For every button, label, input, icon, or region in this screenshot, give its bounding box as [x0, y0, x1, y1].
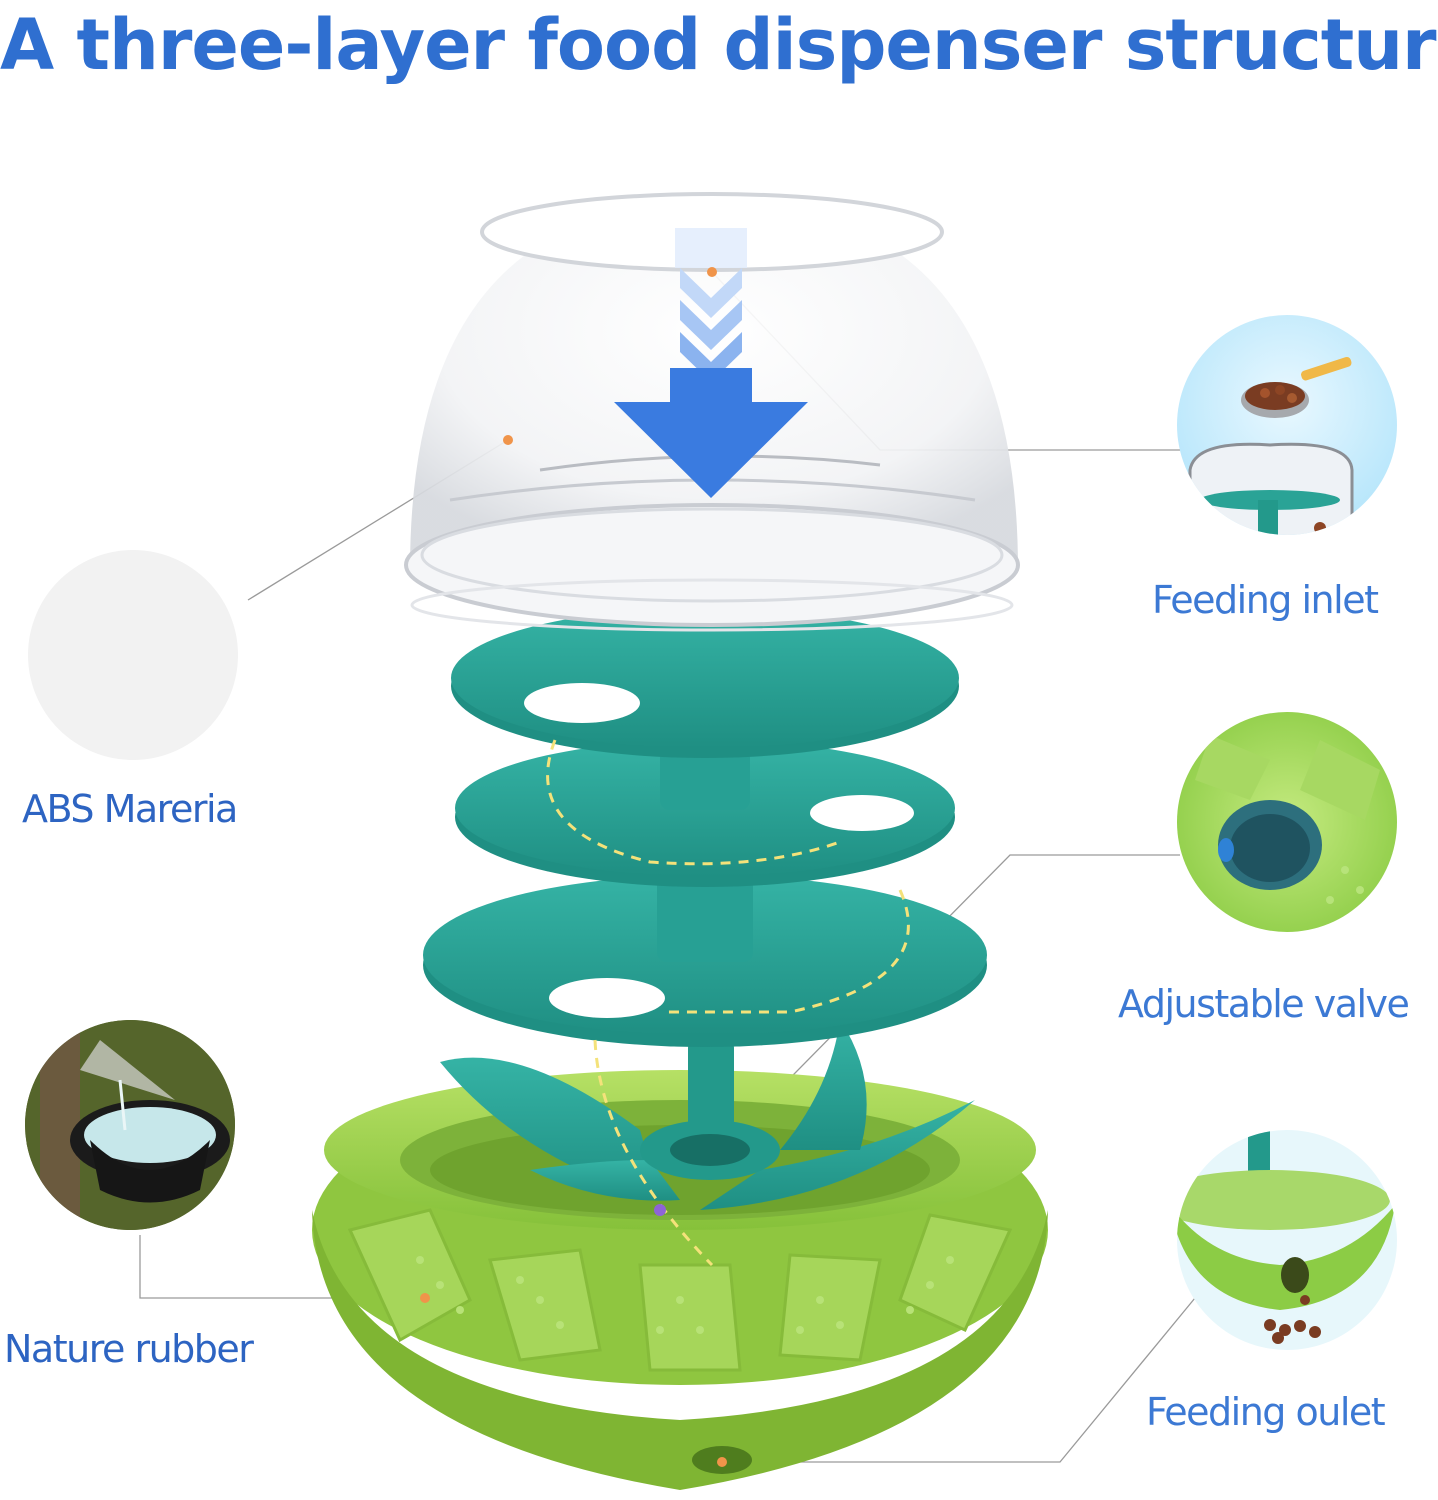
abs-material-photo	[28, 550, 238, 760]
label-adjustable-valve: Adjustable valve	[1118, 982, 1410, 1026]
page-title: A three-layer food dispenser structure	[0, 4, 1438, 86]
label-nature-rubber: Nature rubber	[4, 1327, 254, 1371]
feeding-inlet-photo	[1177, 315, 1397, 535]
down-arrow-icon	[614, 228, 808, 498]
propeller	[440, 1020, 975, 1210]
callout-dots	[420, 267, 727, 1467]
feeding-outlet-photo	[1177, 1130, 1397, 1350]
disc-1	[451, 608, 959, 758]
nature-rubber-photo	[25, 1020, 235, 1230]
label-abs-material: ABS Mareria	[22, 787, 238, 831]
label-feeding-outlet: Feeding oulet	[1146, 1390, 1386, 1434]
label-feeding-inlet: Feeding inlet	[1152, 578, 1379, 622]
flow-arrows	[546, 739, 910, 1267]
valve-dot	[654, 1204, 666, 1216]
adjustable-valve-photo	[1177, 712, 1397, 932]
